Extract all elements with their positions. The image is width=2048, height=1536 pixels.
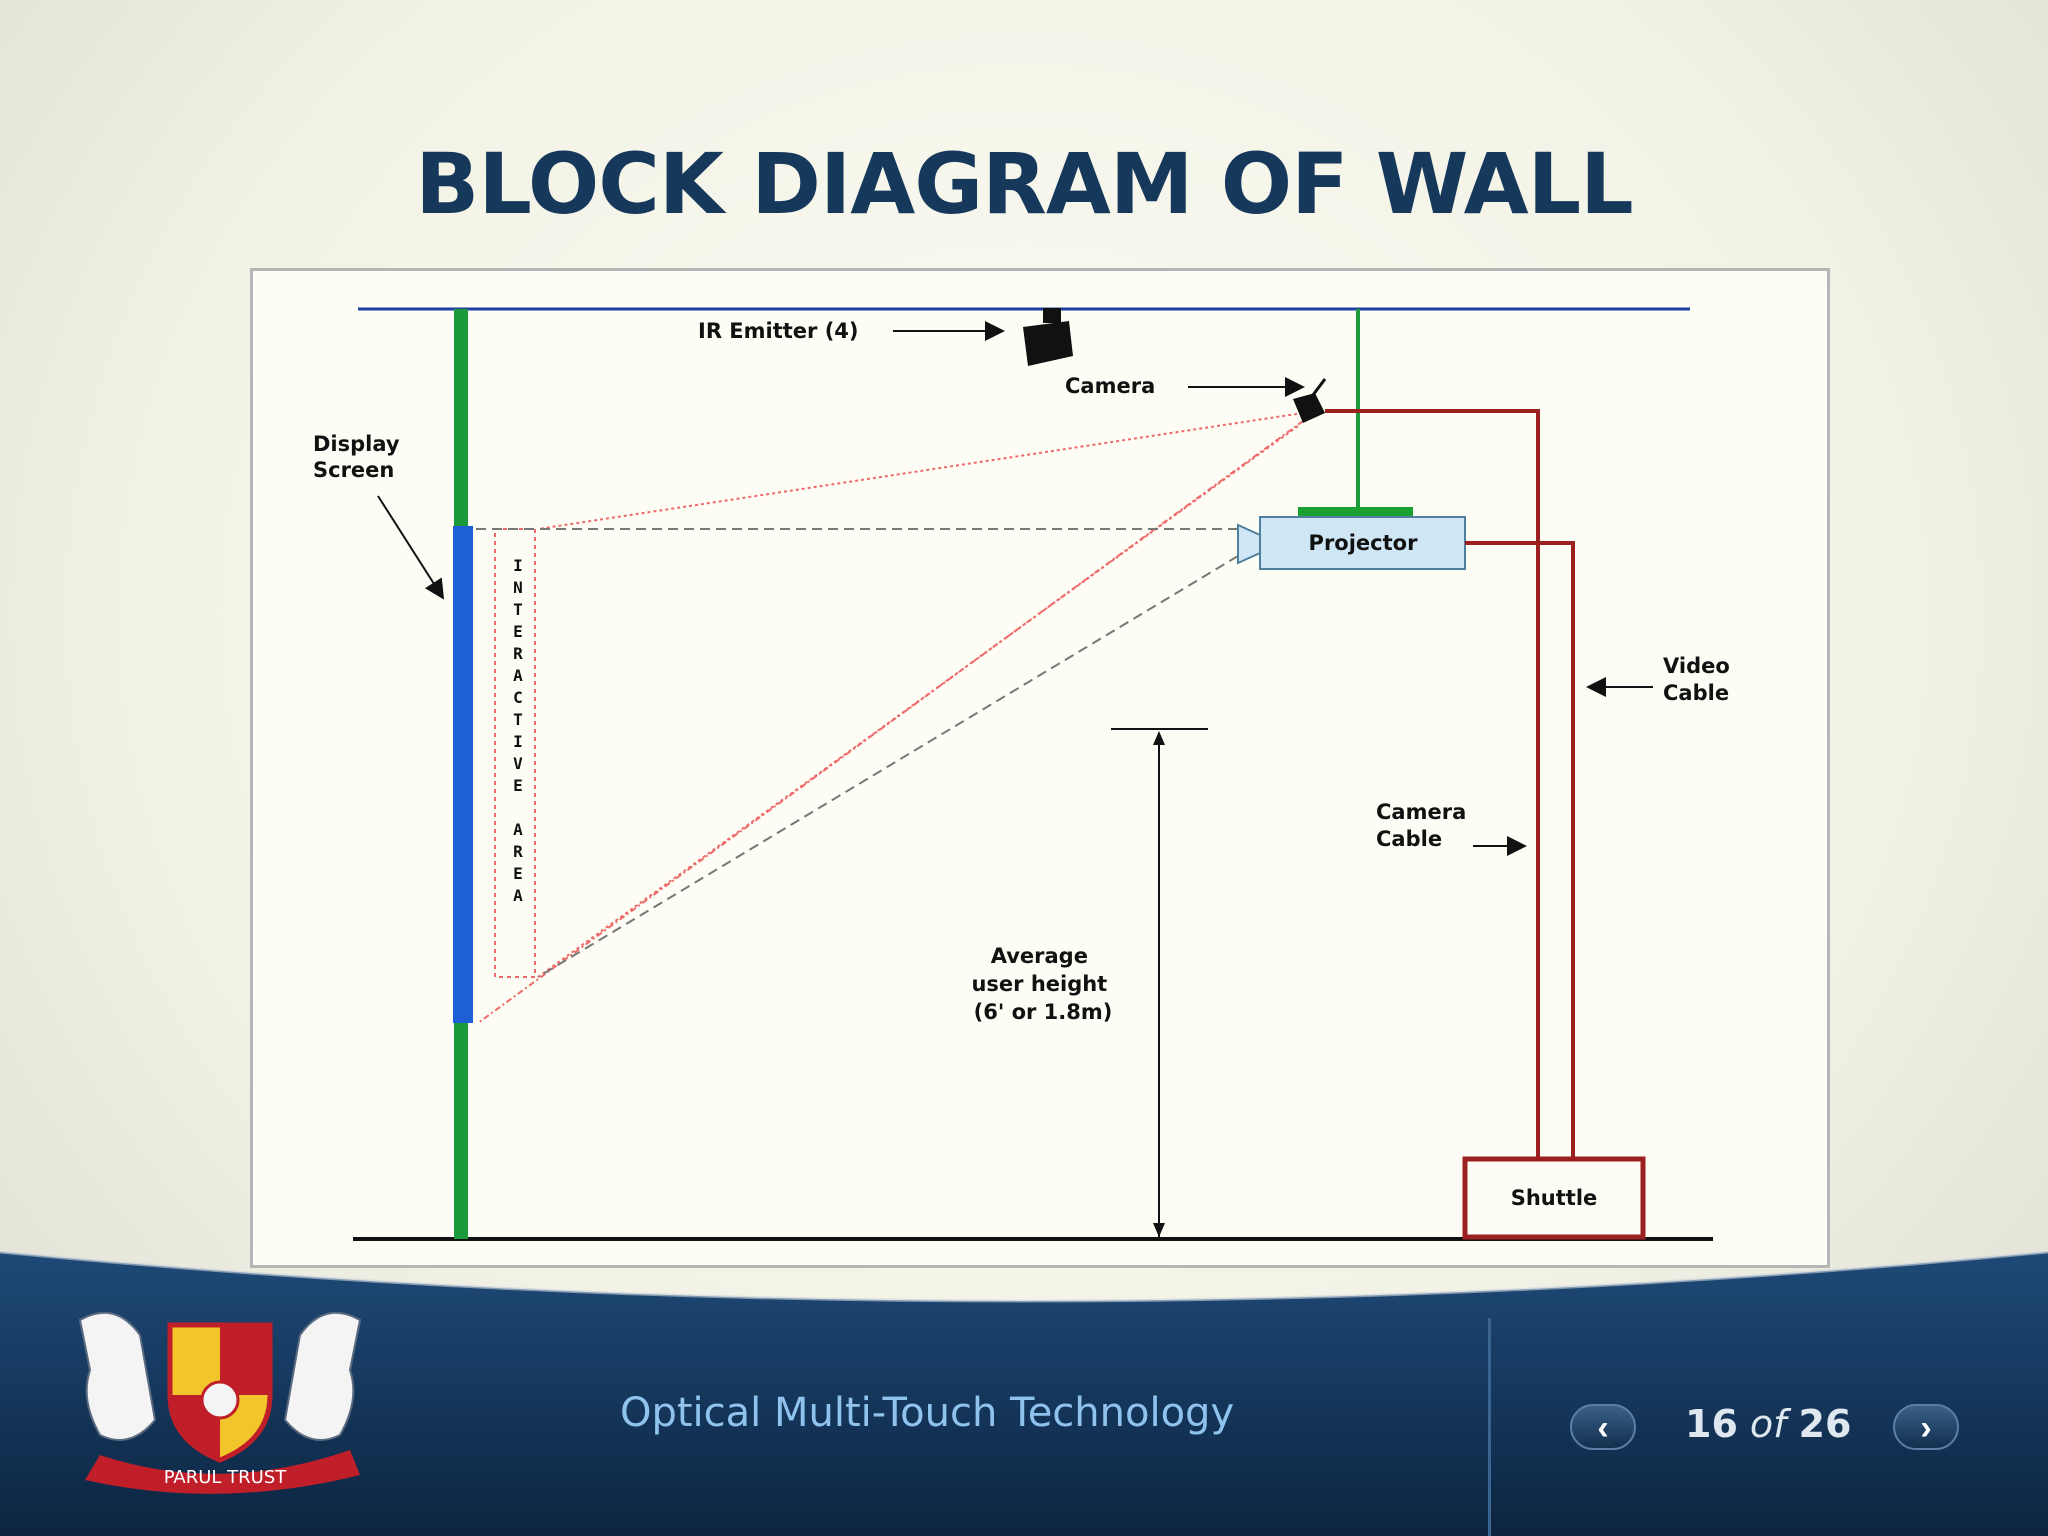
projector-bracket [1298, 507, 1413, 517]
projector-ray-bottom [537, 555, 1239, 978]
chevron-left-icon: ‹ [1597, 1409, 1609, 1447]
shuttle-box [1462, 1156, 1646, 1240]
camera-icon [1293, 378, 1327, 423]
footer-title: Optical Multi-Touch Technology [620, 1390, 1235, 1436]
camera-cable [1325, 409, 1540, 1159]
height-arrow-bottom [1153, 1223, 1165, 1237]
display-screen-arrow [377, 495, 445, 600]
slide-title: BLOCK DIAGRAM OF WALL [415, 135, 1633, 233]
logo-text: PARUL TRUST [164, 1467, 288, 1488]
camera-ray-top [537, 412, 1304, 530]
chevron-right-icon: › [1920, 1409, 1932, 1447]
shuttle-label: Shuttle [1511, 1186, 1598, 1210]
average-height-label: Average user height (6' or 1.8m) [971, 944, 1114, 1024]
parul-trust-logo: PARUL TRUST [60, 1300, 380, 1500]
footer-bar [0, 1240, 2048, 1536]
height-arrow-top [1153, 731, 1165, 745]
ir-emitter-label: IR Emitter (4) [698, 319, 859, 343]
ir-emitter-icon [1023, 308, 1073, 366]
projector-label: Projector [1309, 531, 1419, 555]
next-slide-button[interactable]: › [1893, 1404, 1959, 1450]
page-of-text: of [1749, 1402, 1787, 1446]
page-total: 26 [1798, 1402, 1852, 1446]
page-current: 16 [1685, 1402, 1738, 1446]
camera-label: Camera [1065, 374, 1155, 398]
camera-cable-label: Camera Cable [1376, 800, 1474, 851]
display-screen-label: Display Screen [313, 432, 407, 482]
camera-ray-mid [537, 425, 1299, 978]
video-cable-label: Video Cable [1663, 654, 1737, 705]
prev-slide-button[interactable]: ‹ [1570, 1404, 1636, 1450]
video-cable [1465, 541, 1575, 1159]
